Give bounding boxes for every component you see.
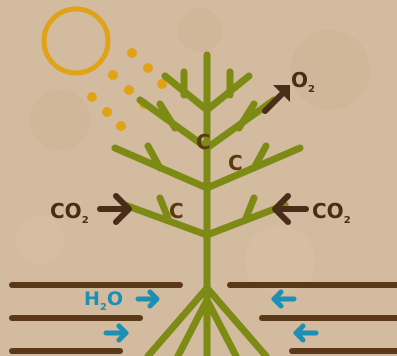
carbon-label-2: C	[228, 151, 243, 175]
co2-right-intake: CO2	[275, 196, 351, 226]
carbon-label-1: C	[196, 130, 211, 154]
carbon-label-3: C	[169, 199, 184, 223]
